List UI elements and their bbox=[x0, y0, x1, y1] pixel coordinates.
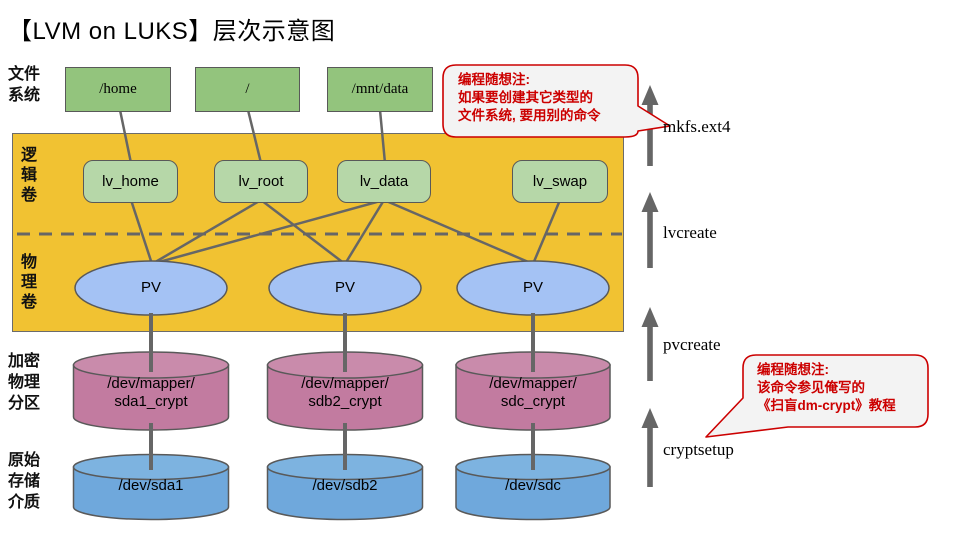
lvcreate-arrow bbox=[641, 192, 659, 268]
note-bubble-cryptsetup bbox=[705, 354, 929, 438]
pv-ellipses bbox=[74, 260, 610, 316]
page-title: 【LVM on LUKS】层次示意图 bbox=[8, 18, 336, 45]
crypt-label-sda1: /dev/mapper/ sda1_crypt bbox=[107, 375, 195, 410]
filesystem-box-root: / bbox=[195, 67, 300, 112]
pv-label-3: PV bbox=[522, 279, 543, 296]
raw-disk-cylinders bbox=[72, 453, 611, 521]
filesystem-box-home: /home bbox=[65, 67, 171, 112]
pv-label-1: PV bbox=[140, 279, 161, 296]
disk-label-sdc: /dev/sdc bbox=[505, 477, 561, 494]
crypt-label-sdc: /dev/mapper/ sdc_crypt bbox=[489, 375, 577, 410]
note-text-mkfs: 编程随想注: 如果要创建其它类型的 文件系统, 要用别的命令 bbox=[458, 72, 601, 123]
command-label-mkfs: mkfs.ext4 bbox=[663, 117, 731, 136]
lv-box-swap: lv_swap bbox=[512, 160, 608, 203]
row-label-physical-volume: 物 理 卷 bbox=[21, 254, 38, 311]
lv-box-data: lv_data bbox=[337, 160, 431, 203]
note-text-cryptsetup: 编程随想注: 该命令参见俺写的 《扫盲dm-crypt》教程 bbox=[757, 362, 896, 413]
row-label-filesystem: 文件 系统 bbox=[8, 66, 41, 104]
lv-box-home: lv_home bbox=[83, 160, 178, 203]
cryptsetup-arrow bbox=[641, 408, 659, 487]
row-label-logical-volume: 逻 辑 卷 bbox=[21, 147, 38, 204]
filesystem-box-mnt-data: /mnt/data bbox=[327, 67, 433, 112]
connector-lines bbox=[118, 109, 562, 266]
lv-box-root: lv_root bbox=[214, 160, 308, 203]
disk-label-sdb2: /dev/sdb2 bbox=[312, 477, 378, 494]
row-label-encrypted-partition: 加密 物理 分区 bbox=[8, 353, 41, 412]
command-arrows bbox=[641, 85, 659, 487]
disk-label-sda1: /dev/sda1 bbox=[118, 477, 184, 494]
crypt-label-sdb2: /dev/mapper/ sdb2_crypt bbox=[301, 375, 389, 410]
note-bubbles bbox=[442, 64, 929, 438]
command-label-pvcreate: pvcreate bbox=[663, 335, 721, 354]
note-bubble-mkfs bbox=[442, 64, 671, 138]
pv-label-2: PV bbox=[334, 279, 355, 296]
stack-connectors bbox=[149, 313, 535, 470]
command-label-lvcreate: lvcreate bbox=[663, 223, 717, 242]
pvcreate-arrow bbox=[641, 307, 659, 381]
mkfs-arrow bbox=[641, 85, 659, 166]
row-label-raw-storage: 原始 存储 介质 bbox=[8, 452, 41, 511]
command-label-cryptsetup: cryptsetup bbox=[663, 440, 734, 459]
